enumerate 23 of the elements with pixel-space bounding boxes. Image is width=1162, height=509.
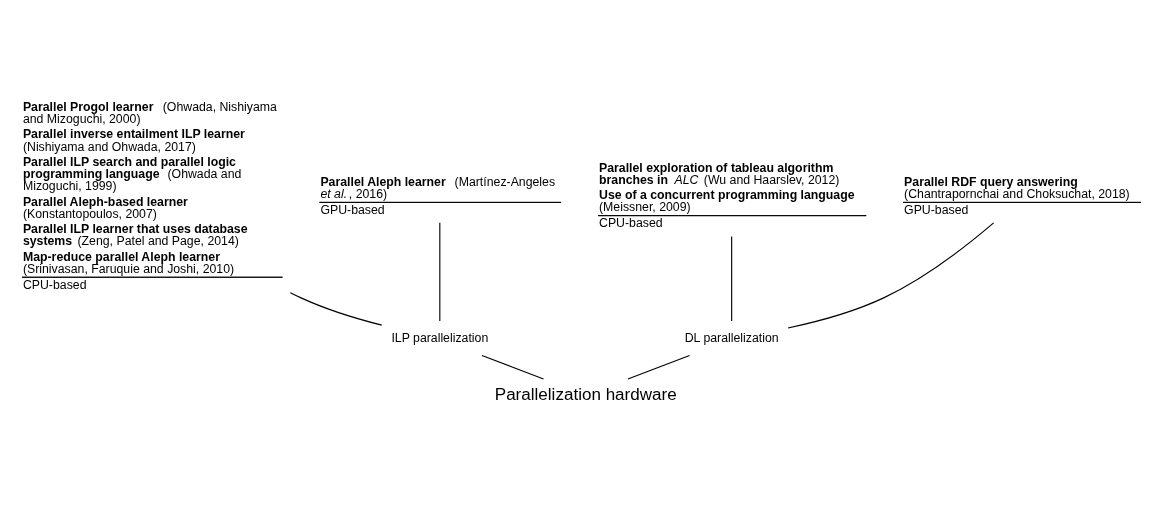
node-label: Parallel Progol learner (Ohwada, Nishiyama and Mizoguchi, 2000) <box>22 99 277 127</box>
node-label: Parallel exploration of tableau algorithm branches in ALC (Wu and Haarslev, 2012) <box>599 160 840 187</box>
connector <box>787 222 995 329</box>
node-label: GPU-based <box>320 203 385 218</box>
node-text: ILP parallelization <box>391 330 489 345</box>
node-text: Parallelization hardware <box>494 385 677 405</box>
node-label: CPU-based <box>22 277 87 292</box>
node-label: Parallel Aleph learner (Martínez-Angeles et al., 2016) <box>320 174 556 202</box>
node-label: Use of a concurrent programming language (Meissner, 2009) <box>599 187 855 215</box>
node-label: Parallel ILP search and parallel logic programming language (Ohwada and Mizoguchi, 1999) <box>22 154 242 194</box>
node-text: DL parallelization <box>684 330 779 345</box>
node-label: GPU-based <box>904 203 969 218</box>
node-label: Map-reduce parallel Aleph learner (Srinivasan, Faruquie and Joshi, 2010) <box>22 249 235 276</box>
node-label: Parallel Aleph-based learner (Konstantopoulos, 2007) <box>22 194 188 221</box>
node-label: Parallel inverse entailment ILP learner (Nishiyama and Ohwada, 2017) <box>22 127 245 154</box>
node-label: Parallel RDF query answering (Chantrapornchai and Choksuchat, 2018) <box>904 174 1130 202</box>
connector <box>481 354 545 380</box>
connector <box>731 235 733 322</box>
connector <box>289 292 383 326</box>
connector <box>627 354 691 380</box>
connector <box>439 222 441 322</box>
node-label: CPU-based <box>599 216 663 231</box>
node-label: Parallel ILP learner that uses database systems (Zeng, Patel and Page, 2014) <box>22 222 248 249</box>
